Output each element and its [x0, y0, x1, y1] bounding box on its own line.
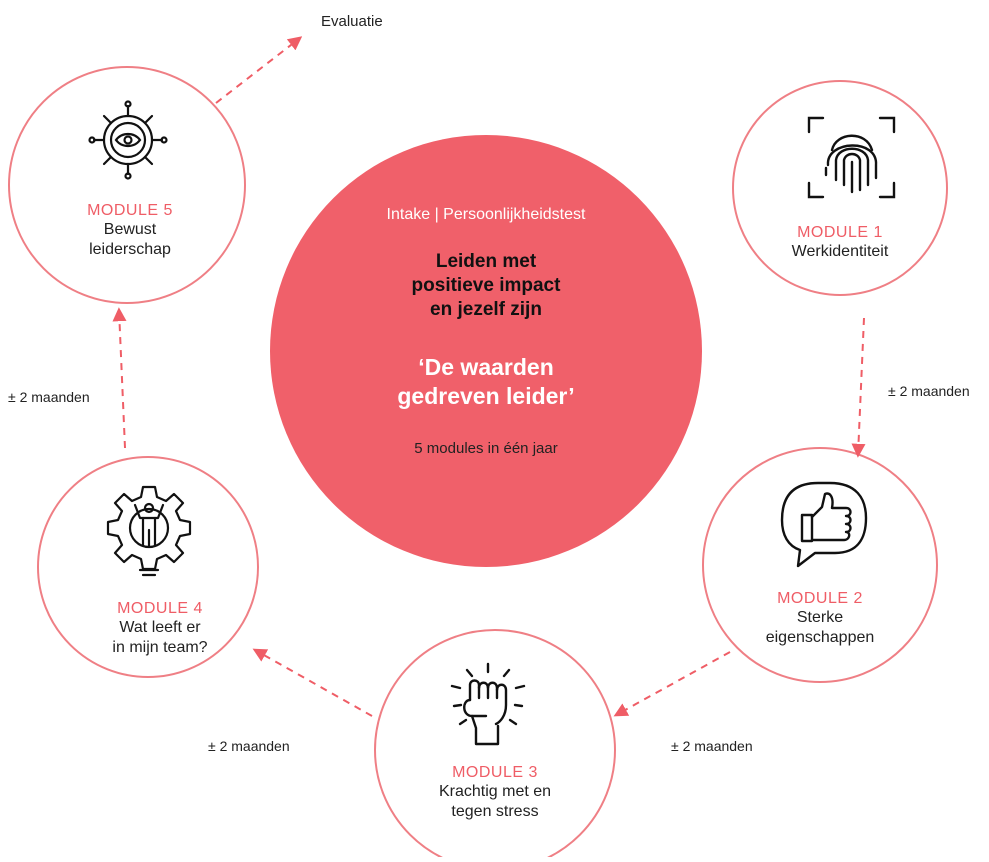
interval-label-1-2: ± 2 maanden [888, 383, 970, 399]
module-4-title: MODULE 4 [117, 600, 203, 617]
module-1-title: MODULE 1 [797, 224, 883, 241]
center-quote-line: gedreven leider’ [397, 383, 575, 409]
interval-label-2-3: ± 2 maanden [671, 738, 753, 754]
module-3-name-line: Krachtig met en [438, 783, 552, 800]
module-5-circle [8, 66, 246, 304]
center-heading-line: en jezelf zijn [430, 299, 542, 320]
module-2-name-line: eigenschappen [765, 629, 875, 646]
module-1-text: MODULE 1 Werkidentiteit [740, 224, 940, 262]
arrow-module3-to-module4 [252, 648, 373, 717]
raised-fist-icon [450, 662, 526, 746]
module-2-text: MODULE 2 Sterke eigenschappen [720, 590, 920, 648]
module-1-circle [732, 80, 948, 296]
evaluation-label: Evaluatie [321, 13, 383, 30]
module-3-circle [374, 629, 616, 862]
module-5-name-line: leiderschap [89, 241, 171, 258]
interval-label-3-4: ± 2 maanden [208, 738, 290, 754]
arrow-module5-to-evaluation [215, 36, 303, 104]
module-4-name-line: in mijn team? [112, 639, 208, 656]
module-5-text: MODULE 5 Bewust leiderschap [30, 202, 230, 260]
module-3-title: MODULE 3 [452, 764, 538, 781]
module-2-circle [702, 447, 938, 683]
gear-person-icon [106, 485, 192, 577]
center-quote: ‘De waarden gedreven leider’ [286, 353, 686, 411]
module-4-text: MODULE 4 Wat leeft er in mijn team? [60, 600, 260, 658]
center-heading-line: positieve impact [411, 275, 561, 296]
fingerprint-icon [807, 116, 896, 199]
module-3-text: MODULE 3 Krachtig met en tegen stress [395, 764, 595, 822]
center-quote-line: ‘De waarden [418, 354, 554, 380]
thumbs-up-speech-icon [780, 481, 868, 568]
center-heading: Leiden met positieve impact en jezelf zi… [286, 250, 686, 322]
center-subtitle: 5 modules in één jaar [414, 440, 558, 457]
module-5-title: MODULE 5 [87, 202, 173, 219]
center-circle [270, 135, 702, 567]
module-2-name-line: Sterke [796, 609, 844, 626]
ship-wheel-eye-icon [88, 100, 168, 180]
center-intake-label: Intake | Persoonlijkheidstest [386, 206, 586, 223]
module-3-name-line: tegen stress [451, 803, 539, 820]
module-5-name-line: Bewust [103, 221, 157, 238]
module-4-circle [37, 456, 259, 678]
module-2-title: MODULE 2 [777, 590, 863, 607]
arrow-module2-to-module3 [613, 651, 731, 717]
module-1-name: Werkidentiteit [791, 243, 889, 260]
arrow-module1-to-module2 [851, 317, 866, 458]
interval-label-4-5: ± 2 maanden [8, 389, 90, 405]
module-4-name-line: Wat leeft er [119, 619, 201, 636]
center-heading-line: Leiden met [435, 251, 537, 272]
arrow-module4-to-module5 [112, 307, 127, 449]
